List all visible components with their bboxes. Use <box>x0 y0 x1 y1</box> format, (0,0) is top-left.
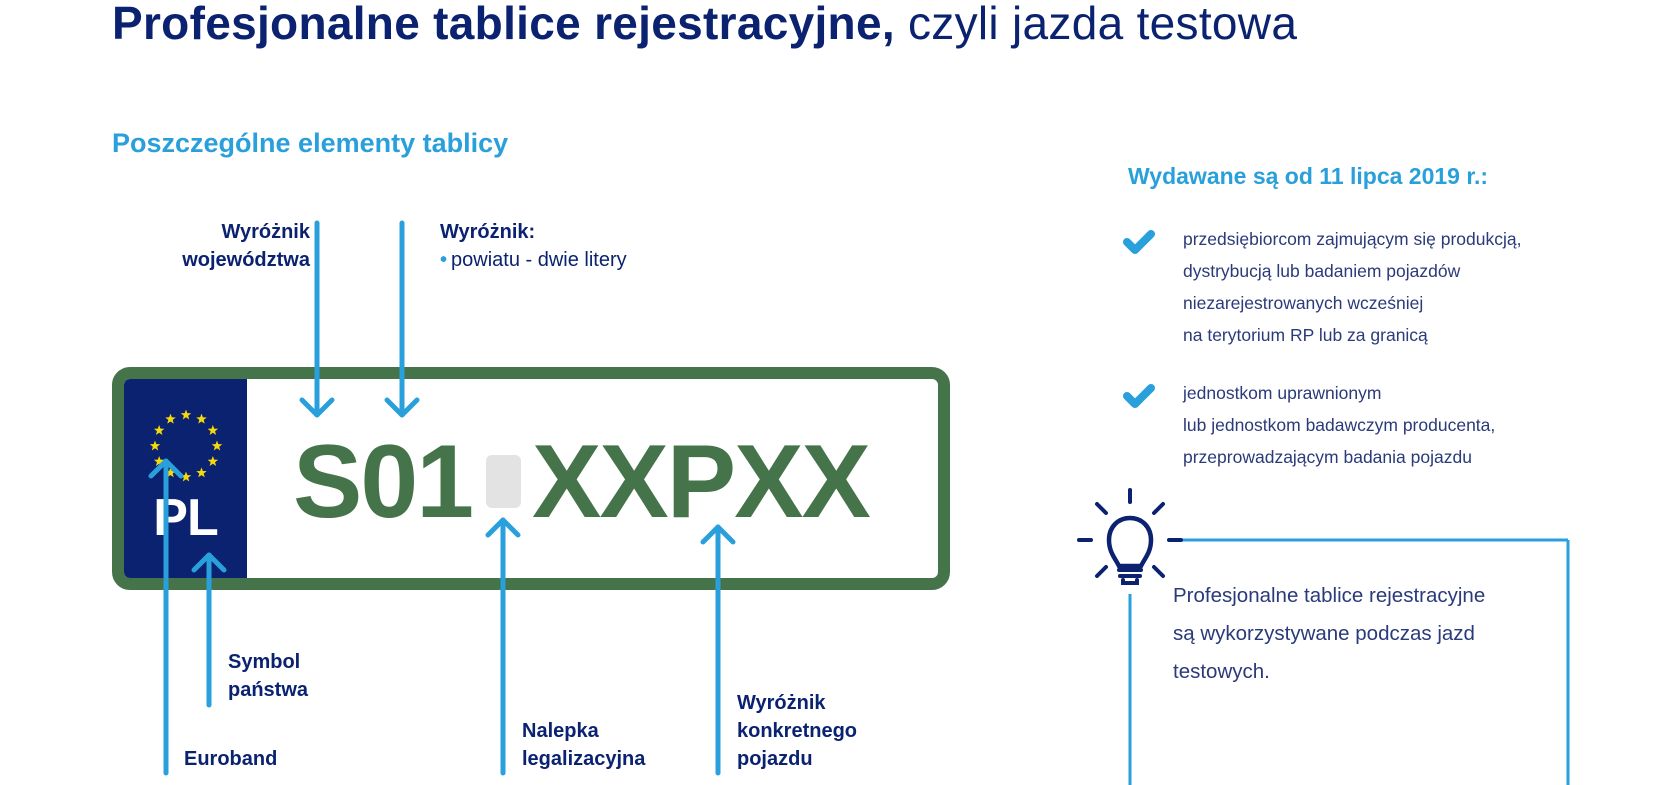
bullet-text: powiatu - dwie litery <box>451 249 627 271</box>
info-line: na terytorium RP lub za granicą <box>1183 325 1428 345</box>
note-line: testowych. <box>1173 660 1270 683</box>
info-line: niezarejestrowanych wcześniej <box>1183 293 1424 313</box>
arrow-up-icon <box>148 458 184 776</box>
label-line: Wyróżnik <box>737 692 826 714</box>
note-line: Profesjonalne tablice rejestracyjne <box>1173 584 1486 607</box>
info-line: dystrybucją lub badaniem pojazdów <box>1183 261 1461 281</box>
license-plate <box>112 367 950 590</box>
plate-prefix: S01 <box>293 424 474 540</box>
info-line: przeprowadzającym badania pojazdu <box>1183 447 1472 467</box>
label-district: Wyróżnik: •powiatu - dwie litery <box>440 218 627 274</box>
arrow-up-icon <box>485 517 521 776</box>
arrow-up-icon <box>700 524 736 776</box>
plate-suffix: XXPXX <box>532 424 871 540</box>
label-country-symbol: Symbol państwa <box>228 648 308 704</box>
info-item-1: przedsiębiorcom zajmującym się produkcją… <box>1183 223 1521 351</box>
label-line: legalizacyjna <box>522 748 646 770</box>
arrow-down-icon <box>299 220 335 418</box>
legalization-sticker <box>486 455 521 508</box>
arrow-down-icon <box>384 220 420 418</box>
label-sticker: Nalepka legalizacyjna <box>522 717 645 773</box>
check-icon <box>1123 230 1155 254</box>
label-district-bullet: •powiatu - dwie litery <box>440 246 627 274</box>
label-line: Symbol <box>228 651 301 673</box>
page-title-bold: Profesjonalne tablice rejestracyjne, <box>112 0 895 49</box>
label-vehicle: Wyróżnik konkretnego pojazdu <box>737 689 857 773</box>
bullet-icon: • <box>440 249 448 271</box>
label-line: państwa <box>228 679 309 701</box>
info-line: jednostkom uprawnionym <box>1183 383 1382 403</box>
info-line: lub jednostkom badawczym producenta, <box>1183 415 1496 435</box>
note-line: są wykorzystywane podczas jazd <box>1173 622 1475 645</box>
info-title: Wydawane są od 11 lipca 2019 r.: <box>1128 163 1489 189</box>
label-line: Wyróżnik <box>221 221 310 243</box>
label-district-heading: Wyróżnik: <box>440 221 536 243</box>
label-line: pojazdu <box>737 748 813 770</box>
arrow-up-icon <box>191 552 227 708</box>
lightbulb-icon <box>1077 488 1183 585</box>
label-line: województwa <box>182 249 310 271</box>
label-line: konkretnego <box>737 720 858 742</box>
label-line: Nalepka <box>522 720 599 742</box>
info-item-2: jednostkom uprawnionym lub jednostkom ba… <box>1183 377 1495 473</box>
label-voivodeship: Wyróżnik województwa <box>150 218 310 274</box>
check-icon <box>1123 384 1155 408</box>
label-euroband: Euroband <box>184 748 278 770</box>
section-title: Poszczególne elementy tablicy <box>112 128 509 158</box>
note-text: Profesjonalne tablice rejestracyjne są w… <box>1173 577 1485 691</box>
info-line: przedsiębiorcom zajmującym się produkcją… <box>1183 229 1522 249</box>
eu-stars-icon <box>149 409 223 482</box>
page-title-light: czyli jazda testowa <box>894 0 1298 49</box>
page-title: Profesjonalne tablice rejestracyjne, czy… <box>112 0 1297 52</box>
